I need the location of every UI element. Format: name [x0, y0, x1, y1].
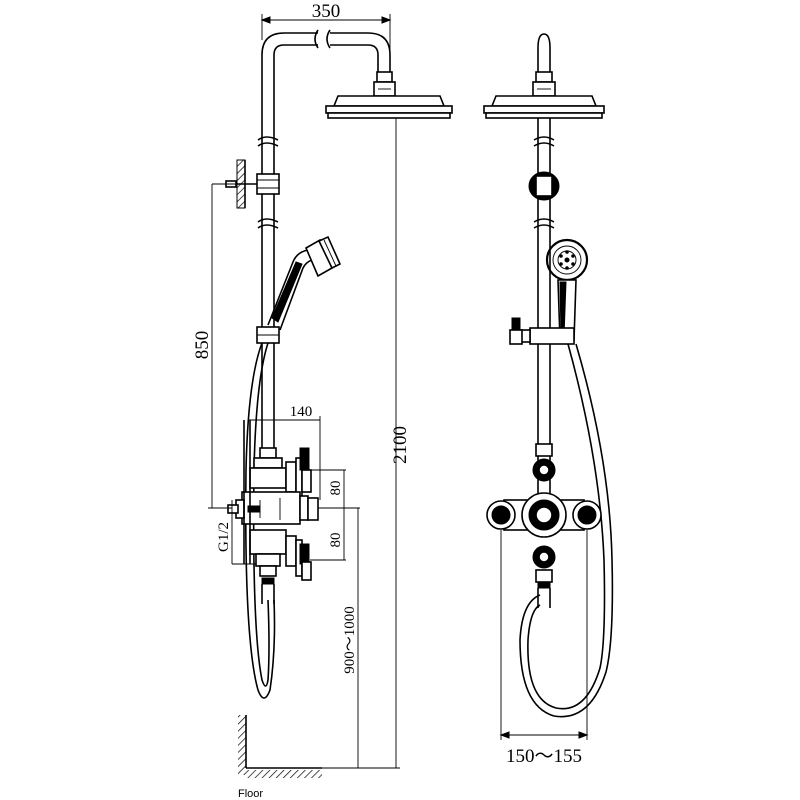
side-view	[208, 14, 453, 778]
hand-shower-side	[267, 235, 342, 331]
front-wall-bracket	[528, 171, 560, 201]
dimension-top-width: 350	[312, 1, 341, 22]
riser-pipe	[257, 55, 279, 465]
floor-label: Floor	[238, 788, 263, 800]
thermostatic-mixer-front	[486, 443, 602, 608]
side-dimensions	[208, 14, 400, 769]
hand-shower-front	[545, 238, 589, 341]
shower-arm	[261, 29, 391, 72]
front-view	[483, 33, 614, 740]
front-slide-holder	[509, 317, 575, 345]
dimension-lower-spacing: 80	[328, 533, 344, 548]
shower-hose-front	[519, 343, 614, 718]
floor-corner	[238, 715, 322, 778]
shower-hose-side	[244, 342, 276, 699]
slide-holder	[256, 326, 280, 344]
dimension-mixer-depth: 140	[290, 404, 313, 420]
dimension-inlet-spacing: 150～155	[506, 746, 582, 767]
dimension-total-height: 2100	[390, 426, 411, 464]
dimension-bracket-height: 850	[192, 331, 213, 360]
head-connector	[373, 71, 396, 97]
rain-shower-head-side	[325, 95, 453, 119]
dimension-inlet-thread: G1/2	[216, 522, 232, 552]
thermostatic-mixer-side	[227, 420, 319, 604]
dimension-mixer-height: 900～1000	[342, 606, 358, 674]
dimension-upper-spacing: 80	[328, 481, 344, 496]
front-dimensions	[499, 530, 589, 740]
front-head-connector	[532, 71, 556, 97]
rain-shower-head-front	[483, 95, 605, 119]
